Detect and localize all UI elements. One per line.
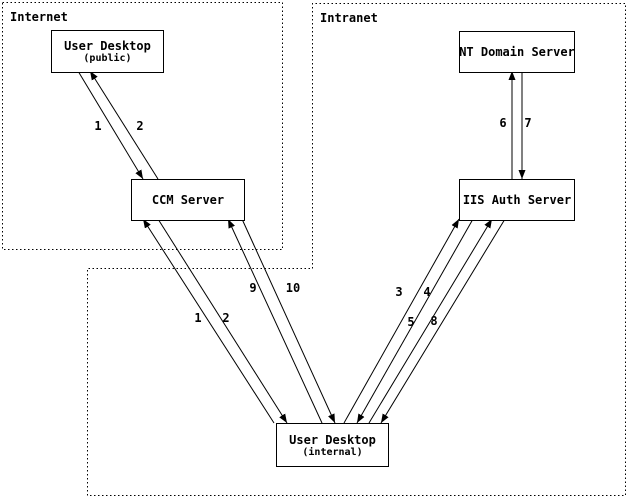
edge-label-1-internal: 1 [194, 311, 202, 325]
node-nt-domain-server: NT Domain Server [459, 31, 575, 73]
edge-label-9: 9 [249, 281, 257, 295]
intranet-internal-zone-boundary [87, 3, 626, 496]
edge-label-8: 8 [430, 314, 438, 328]
edge-3-internal-desktop-to-iis [343, 218, 460, 424]
edge-8-iis-to-internal-desktop [380, 218, 506, 424]
edge-label-10: 10 [285, 281, 301, 295]
edge-1-internal-desktop-to-ccm [142, 218, 275, 424]
edge-label-2-internal: 2 [222, 311, 230, 325]
node-user-desktop-public: User Desktop (public) [51, 30, 164, 73]
node-ccm-server-title: CCM Server [151, 193, 225, 207]
edge-label-6: 6 [499, 116, 507, 130]
edge-label-1-public: 1 [94, 119, 102, 133]
edge-label-4: 4 [423, 285, 431, 299]
node-user-desktop-public-subtitle: (public) [83, 53, 132, 64]
internet-zone-boundary [2, 2, 283, 250]
intranet-zone-label: Intranet [320, 11, 378, 25]
node-user-desktop-internal-subtitle: (internal) [302, 446, 363, 458]
edge-4-iis-to-internal-desktop [356, 218, 474, 424]
edge-2-ccm-to-internal-desktop [157, 218, 288, 424]
internet-zone-label: Internet [10, 10, 68, 24]
edge-1-public-desktop-to-ccm [77, 70, 144, 180]
node-iis-auth-server-title: IIS Auth Server [462, 193, 572, 207]
node-ccm-server: CCM Server [131, 179, 245, 221]
edge-10-ccm-to-internal-desktop [241, 218, 336, 424]
edge-label-2-public: 2 [136, 119, 144, 133]
node-iis-auth-server: IIS Auth Server [459, 179, 575, 221]
edge-9-internal-desktop-to-ccm [227, 218, 323, 424]
edge-label-5: 5 [407, 315, 415, 329]
edge-2-ccm-to-public-desktop [89, 70, 159, 180]
edge-label-7: 7 [524, 116, 532, 130]
edge-label-3: 3 [395, 285, 403, 299]
edge-5-internal-desktop-to-iis [368, 218, 493, 424]
node-user-desktop-public-title: User Desktop [64, 39, 151, 53]
node-user-desktop-internal-title: User Desktop [289, 432, 376, 447]
node-user-desktop-internal: User Desktop (internal) [276, 423, 389, 467]
node-nt-domain-server-title: NT Domain Server [459, 45, 575, 59]
